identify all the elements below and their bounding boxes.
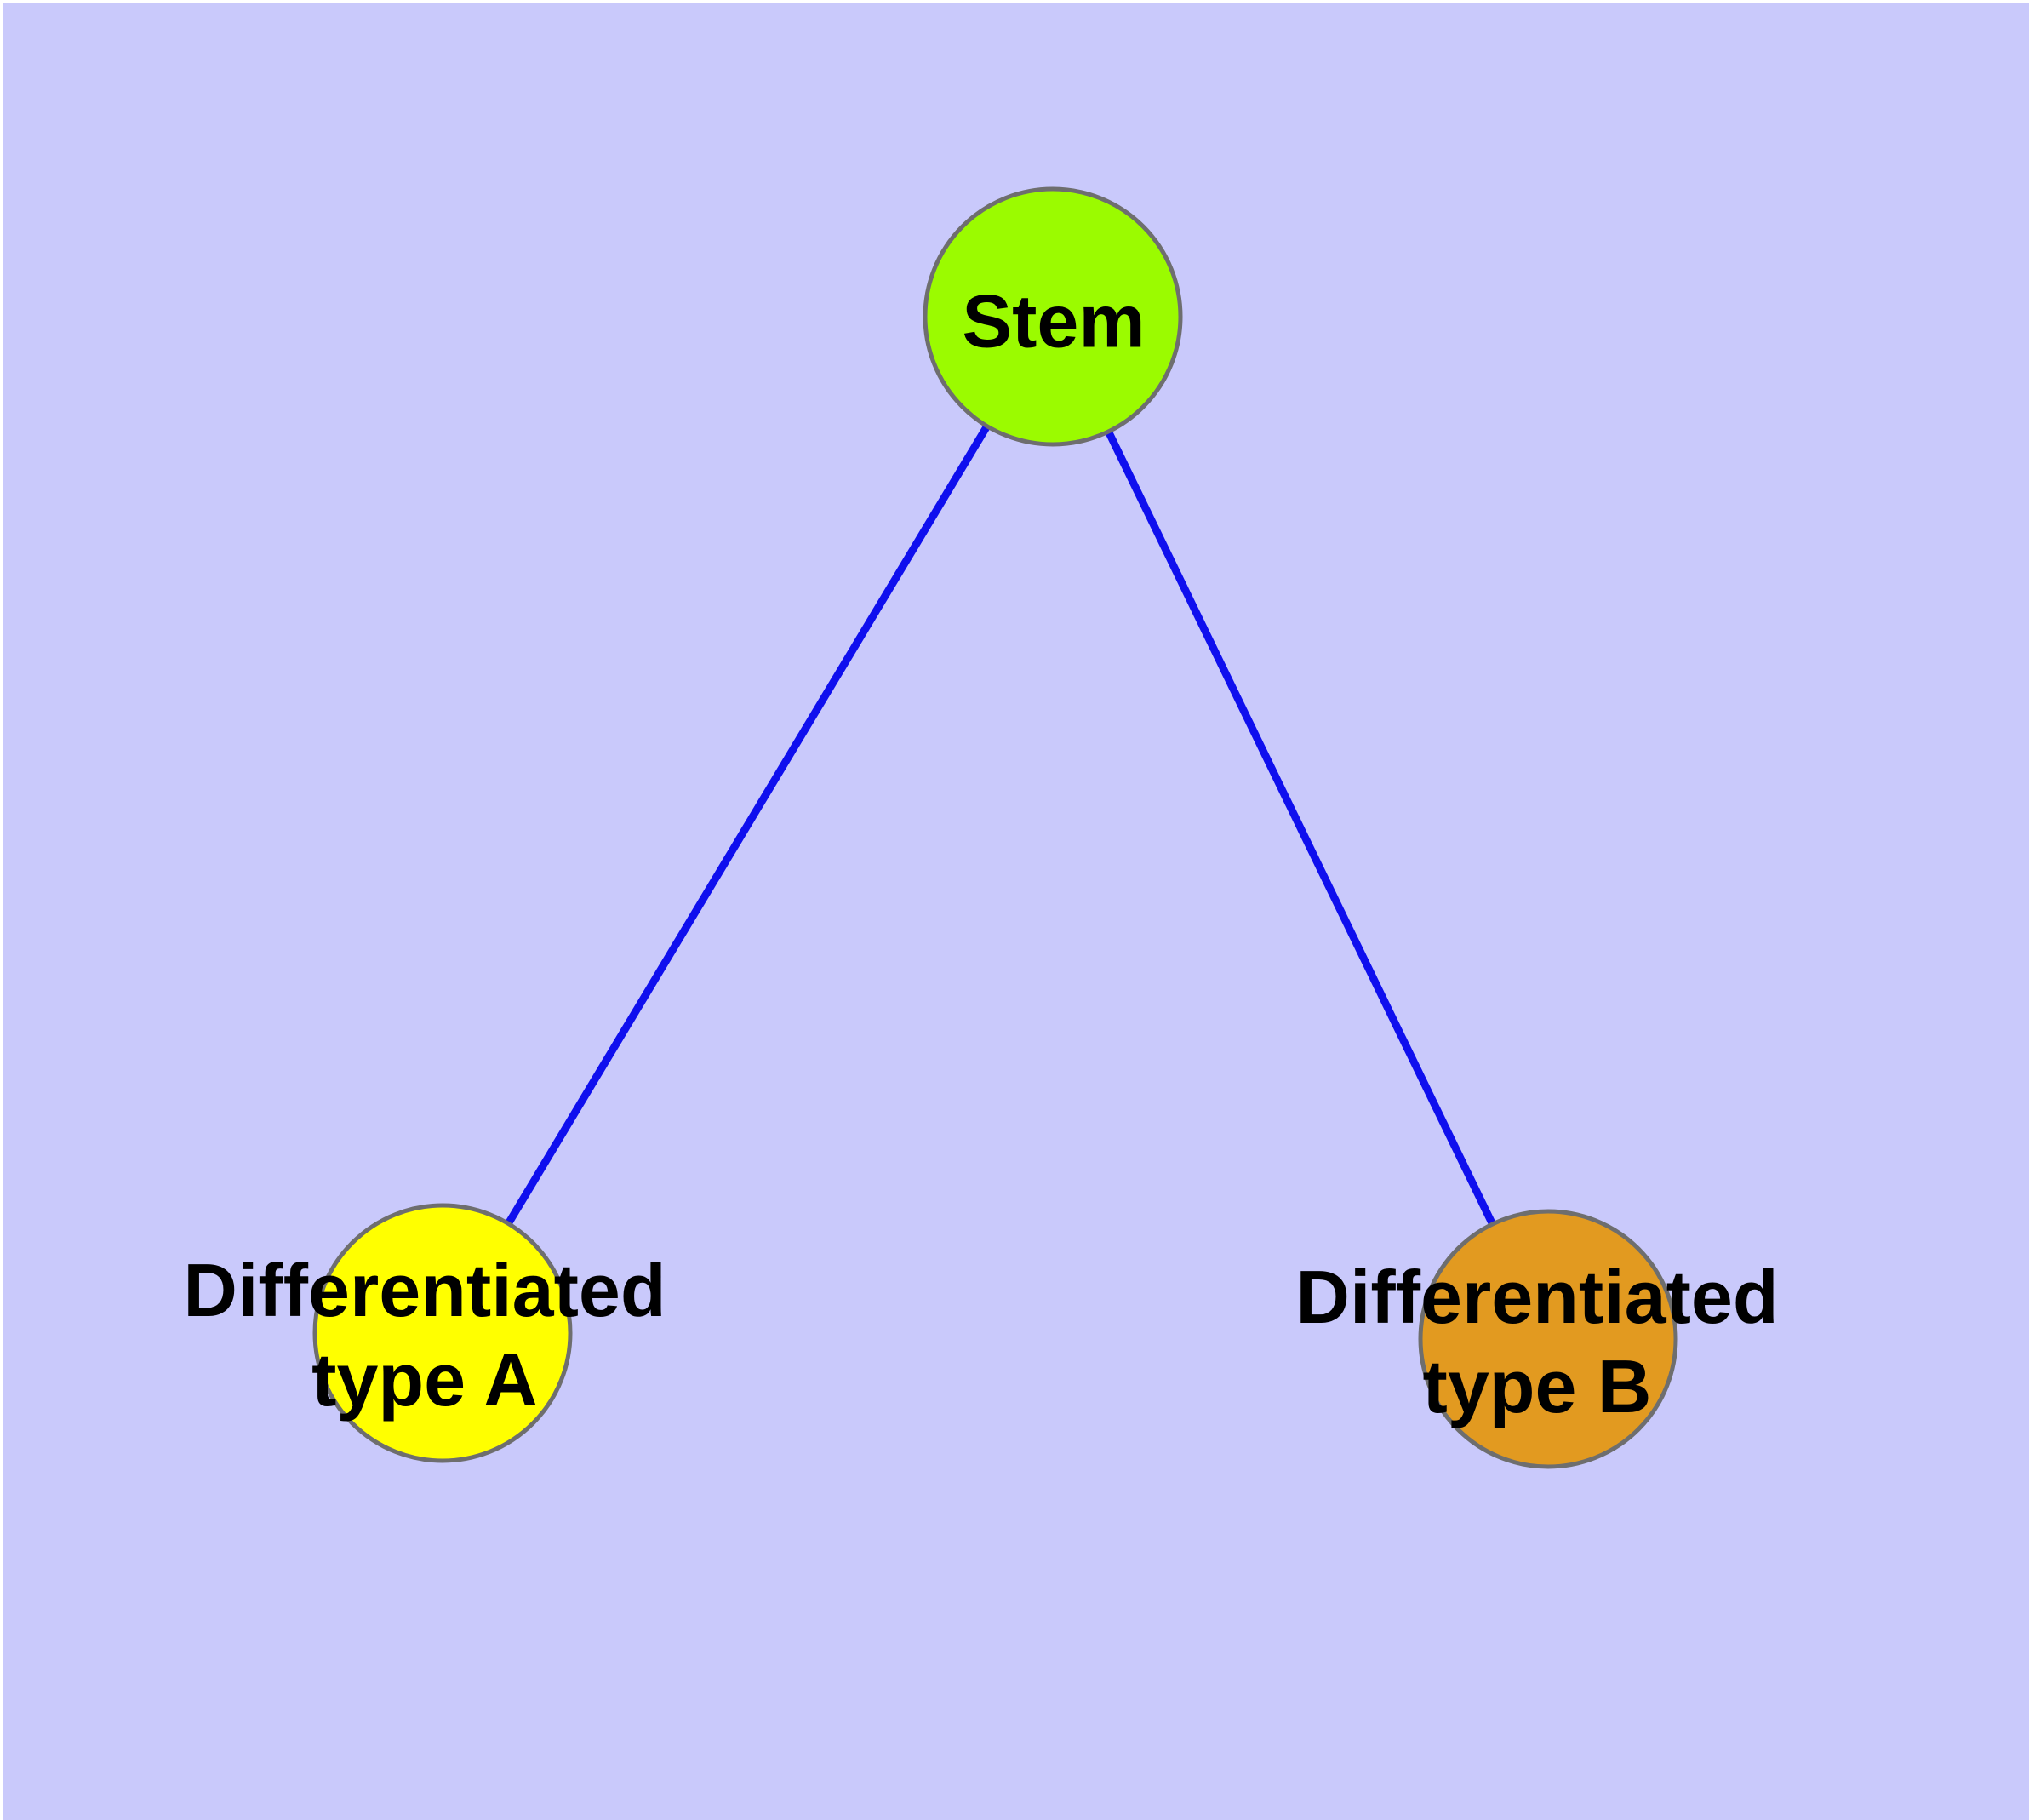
node-type-a bbox=[312, 1203, 573, 1463]
label-line: type A bbox=[311, 1337, 538, 1422]
edge-stem-to-type-b bbox=[1049, 315, 1552, 1341]
node-type-b bbox=[1418, 1209, 1678, 1469]
node-stem-label: Stem bbox=[962, 277, 1145, 366]
label-line: Differentiated bbox=[183, 1248, 666, 1332]
label-line: Differentiated bbox=[1295, 1255, 1779, 1339]
label-line: type B bbox=[1422, 1344, 1652, 1428]
node-type-b-label: Differentiated type B bbox=[1295, 1252, 1778, 1431]
node-stem bbox=[923, 186, 1183, 447]
edge-stem-to-type-a bbox=[439, 314, 1056, 1336]
node-type-a-label: Differentiated type A bbox=[183, 1245, 666, 1424]
label-line: Stem bbox=[962, 278, 1146, 363]
